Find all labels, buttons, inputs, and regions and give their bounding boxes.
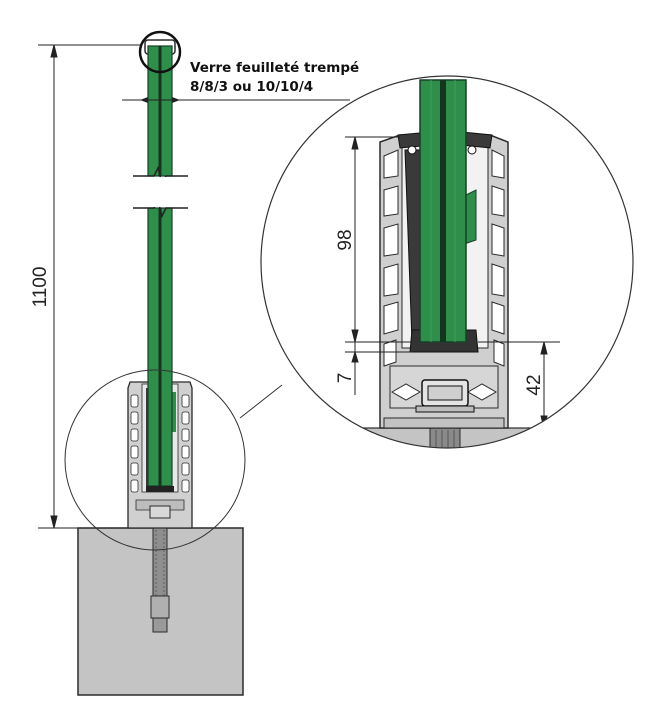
detail-circle-zoom — [260, 75, 634, 449]
glass-spec-label: 8/8/3 ou 10/10/4 — [190, 79, 314, 95]
clamp-depth-label: 98 — [335, 229, 356, 250]
bottom-gap-label: 7 — [335, 373, 356, 384]
glass-panel-small — [144, 39, 176, 492]
total-height-label: 1100 — [30, 267, 51, 308]
zoom-detail-content: 98 7 42 — [261, 76, 633, 448]
detail-connector — [239, 384, 283, 419]
anchor-bolt — [150, 507, 170, 633]
break-marks — [133, 165, 188, 219]
total-height-dimension — [38, 44, 140, 529]
top-rail-circle — [138, 30, 182, 74]
break-gap — [140, 177, 180, 207]
detail-circle-small — [64, 369, 246, 551]
profile-height-label: 42 — [524, 374, 545, 395]
glass-title-label: Verre feuilleté trempé — [190, 60, 360, 76]
